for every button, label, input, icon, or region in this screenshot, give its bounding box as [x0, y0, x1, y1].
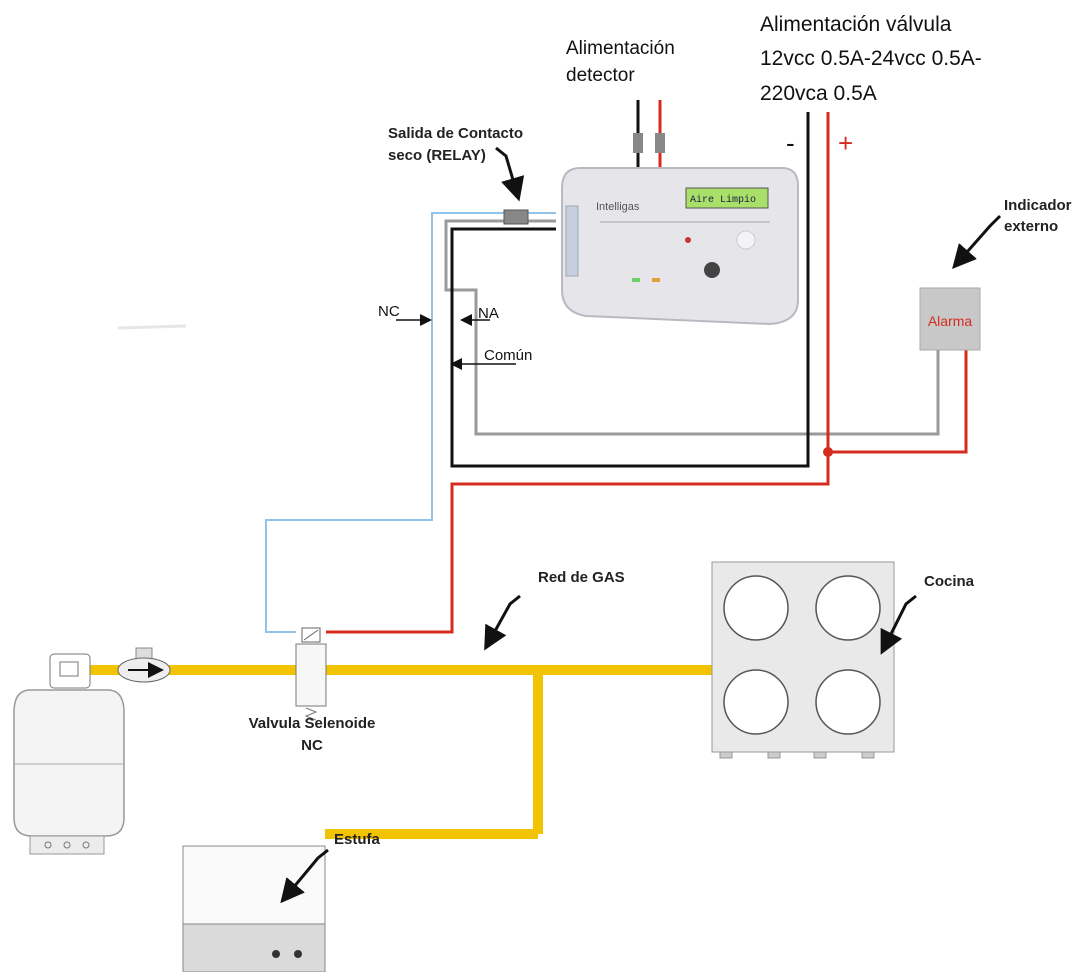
relay-label-line1: Salida de Contacto	[388, 125, 523, 142]
gas-detector: Intelligas Aire Limpio	[561, 167, 799, 326]
cylinder-body	[13, 689, 125, 837]
stove-label: Estufa	[334, 831, 381, 848]
wire-gray-na	[444, 219, 940, 436]
detector-orange-led	[652, 278, 660, 282]
alarm-label: Alarma	[928, 313, 973, 329]
nc-label: NC	[378, 303, 400, 320]
wire-black-common	[450, 112, 810, 468]
arrow-kitchen	[880, 594, 917, 655]
cylinder-base-hole-3	[82, 841, 90, 849]
alarm-box	[919, 287, 981, 351]
stove-knob-1	[272, 950, 280, 958]
arrow-relay	[495, 146, 525, 202]
cylinder-base-hole-1	[44, 841, 52, 849]
valve-power-line2: 12vcc 0.5A-24vcc 0.5A-	[760, 47, 982, 70]
kitchen-label: Cocina	[924, 573, 975, 590]
valve-power-line3: 220vca 0.5A	[760, 82, 877, 105]
cooktop-foot-2	[767, 751, 781, 759]
valve-label-line2: NC	[301, 737, 323, 754]
detector-power-line1: Alimentación	[566, 38, 675, 59]
wire-red-alarm	[828, 350, 968, 454]
gas-pipe-network	[70, 665, 712, 839]
arrow-gas	[484, 594, 521, 651]
stove-knob-2	[294, 950, 302, 958]
cylinder-valve-window	[59, 661, 79, 677]
arrow-stove	[280, 848, 329, 904]
burner-2	[815, 575, 881, 641]
wires	[265, 100, 968, 634]
pointer-arrows	[280, 146, 1002, 904]
detector-side-panel	[565, 205, 579, 277]
cooktop-foot-1	[719, 751, 733, 759]
detector-brand: Intelligas	[596, 201, 640, 213]
relay-label-line2: seco (RELAY)	[388, 147, 486, 164]
detector-led	[685, 237, 691, 243]
detector-button	[736, 230, 756, 250]
cooktop-foot-4	[861, 751, 875, 759]
common-label: Común	[484, 347, 532, 364]
cooktop-foot-3	[813, 751, 827, 759]
valve-top-slash	[303, 629, 319, 641]
detector-green-led	[632, 278, 640, 282]
gas-network-label: Red de GAS	[538, 569, 625, 586]
relay-connector	[503, 209, 529, 225]
labels: Alimentación válvula 12vcc 0.5A-24vcc 0.…	[249, 13, 1072, 848]
plus-sign: +	[838, 128, 853, 158]
stove-heater	[182, 845, 326, 973]
detector-power-plug-black	[633, 133, 643, 153]
wire-blue-nc	[265, 212, 556, 633]
valve-spring	[304, 707, 318, 721]
indicator-label-line2: externo	[1004, 218, 1058, 235]
detector-sensor-hole	[704, 262, 720, 278]
wire-junction	[823, 447, 833, 457]
detector-display-text: Aire Limpio	[690, 194, 756, 206]
indicator-label-line1: Indicador	[1004, 197, 1072, 214]
burner-3	[723, 669, 789, 735]
burner-4	[815, 669, 881, 735]
detector-power-plug-red	[655, 133, 665, 153]
wire-red-valve	[326, 112, 830, 634]
pressure-regulator	[117, 647, 171, 683]
cylinder-base-hole-2	[63, 841, 71, 849]
stove-panel	[182, 923, 326, 973]
left-decor-line	[117, 324, 187, 330]
minus-sign: -	[786, 128, 795, 158]
burner-1	[723, 575, 789, 641]
kitchen-cooktop	[711, 561, 895, 759]
arrow-indicator	[952, 214, 1002, 269]
na-label: NA	[478, 305, 499, 322]
detector-power-line2: detector	[566, 65, 635, 86]
gas-cylinder	[13, 653, 125, 855]
external-alarm: Alarma	[919, 287, 981, 351]
detector-display	[685, 187, 769, 209]
valve-body	[295, 643, 327, 707]
valve-label-line1: Valvula Selenoide	[249, 715, 376, 732]
cylinder-base	[29, 835, 105, 855]
solenoid-valve	[295, 627, 327, 721]
valve-power-line1: Alimentación válvula	[760, 13, 952, 36]
